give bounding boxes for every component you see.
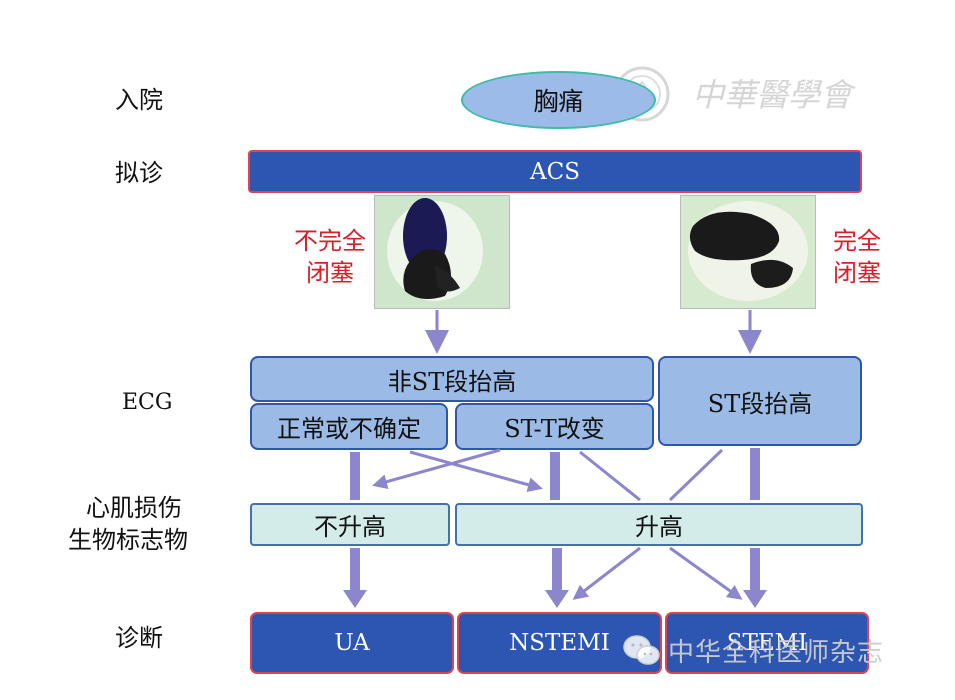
arrow-stt-to-not-elevated bbox=[372, 448, 501, 489]
st-t-change-node: ST-T改变 bbox=[455, 403, 654, 450]
row-label-preliminary: 拟诊 bbox=[115, 159, 163, 187]
stemi-node: STEMI bbox=[665, 612, 869, 674]
acs-node: ACS bbox=[248, 150, 862, 193]
elevated-node: 升高 bbox=[455, 503, 863, 546]
row-label-ecg: ECG bbox=[122, 390, 173, 415]
partial-occlusion-image bbox=[374, 195, 510, 309]
partial-occlusion-line2: 闭塞 bbox=[306, 259, 354, 287]
not-elevated-node: 不升高 bbox=[250, 503, 450, 546]
partial-occlusion-line1: 不完全 bbox=[294, 227, 366, 255]
watermark-script: 中華醫學會 bbox=[692, 76, 856, 114]
watermark-bottom: 中华全科医师杂志 bbox=[622, 630, 942, 670]
arrow-elevated-to-nstemi bbox=[572, 546, 641, 600]
non-st-elevation-node: 非ST段抬高 bbox=[250, 356, 654, 402]
arrow-stt-cross bbox=[579, 450, 641, 502]
complete-occlusion-line2: 闭塞 bbox=[833, 259, 881, 287]
partial-occlusion-label: 不完全 闭塞 bbox=[285, 225, 375, 289]
row-label-diagnosis: 诊断 bbox=[115, 624, 163, 652]
row-label-biomarker-1: 心肌损伤 bbox=[86, 494, 182, 522]
complete-occlusion-line1: 完全 bbox=[833, 227, 881, 255]
arrow-elevated-to-stemi bbox=[669, 546, 743, 600]
complete-occlusion-image bbox=[680, 195, 816, 309]
row-label-admission: 入院 bbox=[115, 86, 163, 114]
chest-pain-node: 胸痛 bbox=[461, 71, 656, 129]
ua-node: UA bbox=[250, 612, 454, 674]
watermark-bottom-text: 中华全科医师杂志 bbox=[668, 637, 885, 668]
arrow-normal-to-elevated bbox=[409, 450, 543, 493]
complete-occlusion-label: 完全 闭塞 bbox=[822, 225, 892, 289]
row-label-biomarker-2: 生物标志物 bbox=[68, 526, 188, 554]
arrow-ste-cross bbox=[668, 448, 724, 502]
st-elevation-node: ST段抬高 bbox=[658, 356, 862, 446]
normal-or-uncertain-node: 正常或不确定 bbox=[250, 403, 448, 450]
wechat-icon bbox=[623, 635, 660, 665]
